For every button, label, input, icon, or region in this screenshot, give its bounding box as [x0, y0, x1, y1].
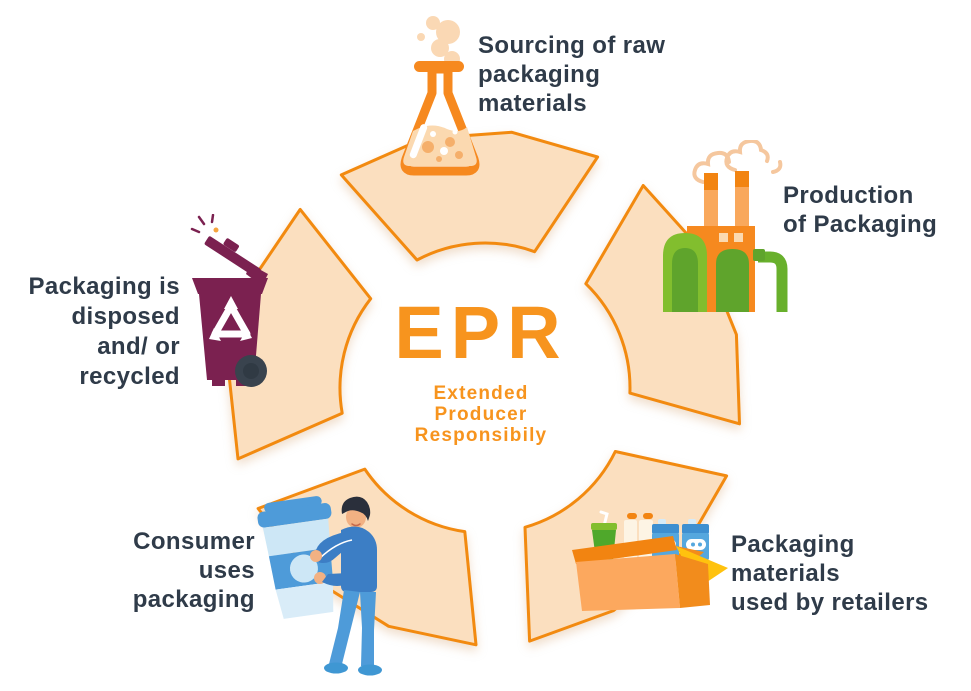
- straw: [599, 510, 609, 528]
- ring-segment-disposal: [227, 207, 373, 461]
- epr-subtitle-line: Extended: [433, 383, 529, 404]
- smoke-puffs: [417, 16, 460, 67]
- bin-rim: [192, 278, 268, 294]
- bin-wheel: [235, 355, 267, 387]
- flask-bubbles: [422, 129, 463, 162]
- recycling-bin-icon: [190, 214, 268, 387]
- hair: [341, 496, 371, 521]
- lower-arm: [322, 573, 348, 586]
- flask-icon: [400, 16, 480, 176]
- epr-acronym: EPR: [394, 291, 568, 374]
- hand: [310, 550, 322, 562]
- center-title: EPR Extended Producer Responsibily: [336, 291, 626, 447]
- sparkle-marks: [190, 214, 215, 234]
- person: [310, 496, 382, 676]
- ring-segment-production: [584, 184, 741, 426]
- factory-icon: [663, 140, 788, 312]
- stage-label-production: Production of Packaging: [783, 182, 938, 238]
- leg: [329, 590, 360, 664]
- leg: [360, 592, 376, 666]
- smile: [351, 523, 361, 527]
- factory-windows: [719, 233, 743, 242]
- factory-dome-inner: [672, 248, 698, 312]
- factory-smoke: [692, 140, 783, 184]
- factory-pipe: [753, 249, 788, 312]
- stage-label-sourcing: Sourcing of raw packaging materials: [478, 32, 666, 117]
- stage-label-retailers: Packaging materials used by retailers: [731, 531, 929, 616]
- sparkle-dot: [213, 227, 219, 233]
- flask-shine: [409, 124, 428, 159]
- factory-arch: [716, 249, 749, 312]
- open-box-icon: [572, 510, 728, 611]
- epr-subtitle-line: Producer: [434, 404, 528, 425]
- cup-lid: [591, 523, 617, 530]
- epr-subtitle: Extended Producer Responsibily: [336, 383, 626, 446]
- cardboard-box: [572, 536, 728, 611]
- arm-seam: [319, 539, 353, 559]
- shoe: [324, 662, 348, 674]
- epr-subtitle-line: Responsibily: [414, 425, 548, 446]
- torso: [341, 526, 377, 592]
- person-with-cup-icon: [257, 496, 382, 676]
- stage-label-consumer: Consumer uses packaging: [132, 528, 255, 613]
- bin-lid: [204, 236, 261, 278]
- chimneys: [704, 171, 749, 233]
- shoe: [358, 664, 382, 676]
- recycle-symbol: [209, 296, 252, 341]
- stage-label-disposal: Packaging is disposed and/ or recycled: [28, 273, 180, 390]
- bin-foot: [212, 380, 225, 386]
